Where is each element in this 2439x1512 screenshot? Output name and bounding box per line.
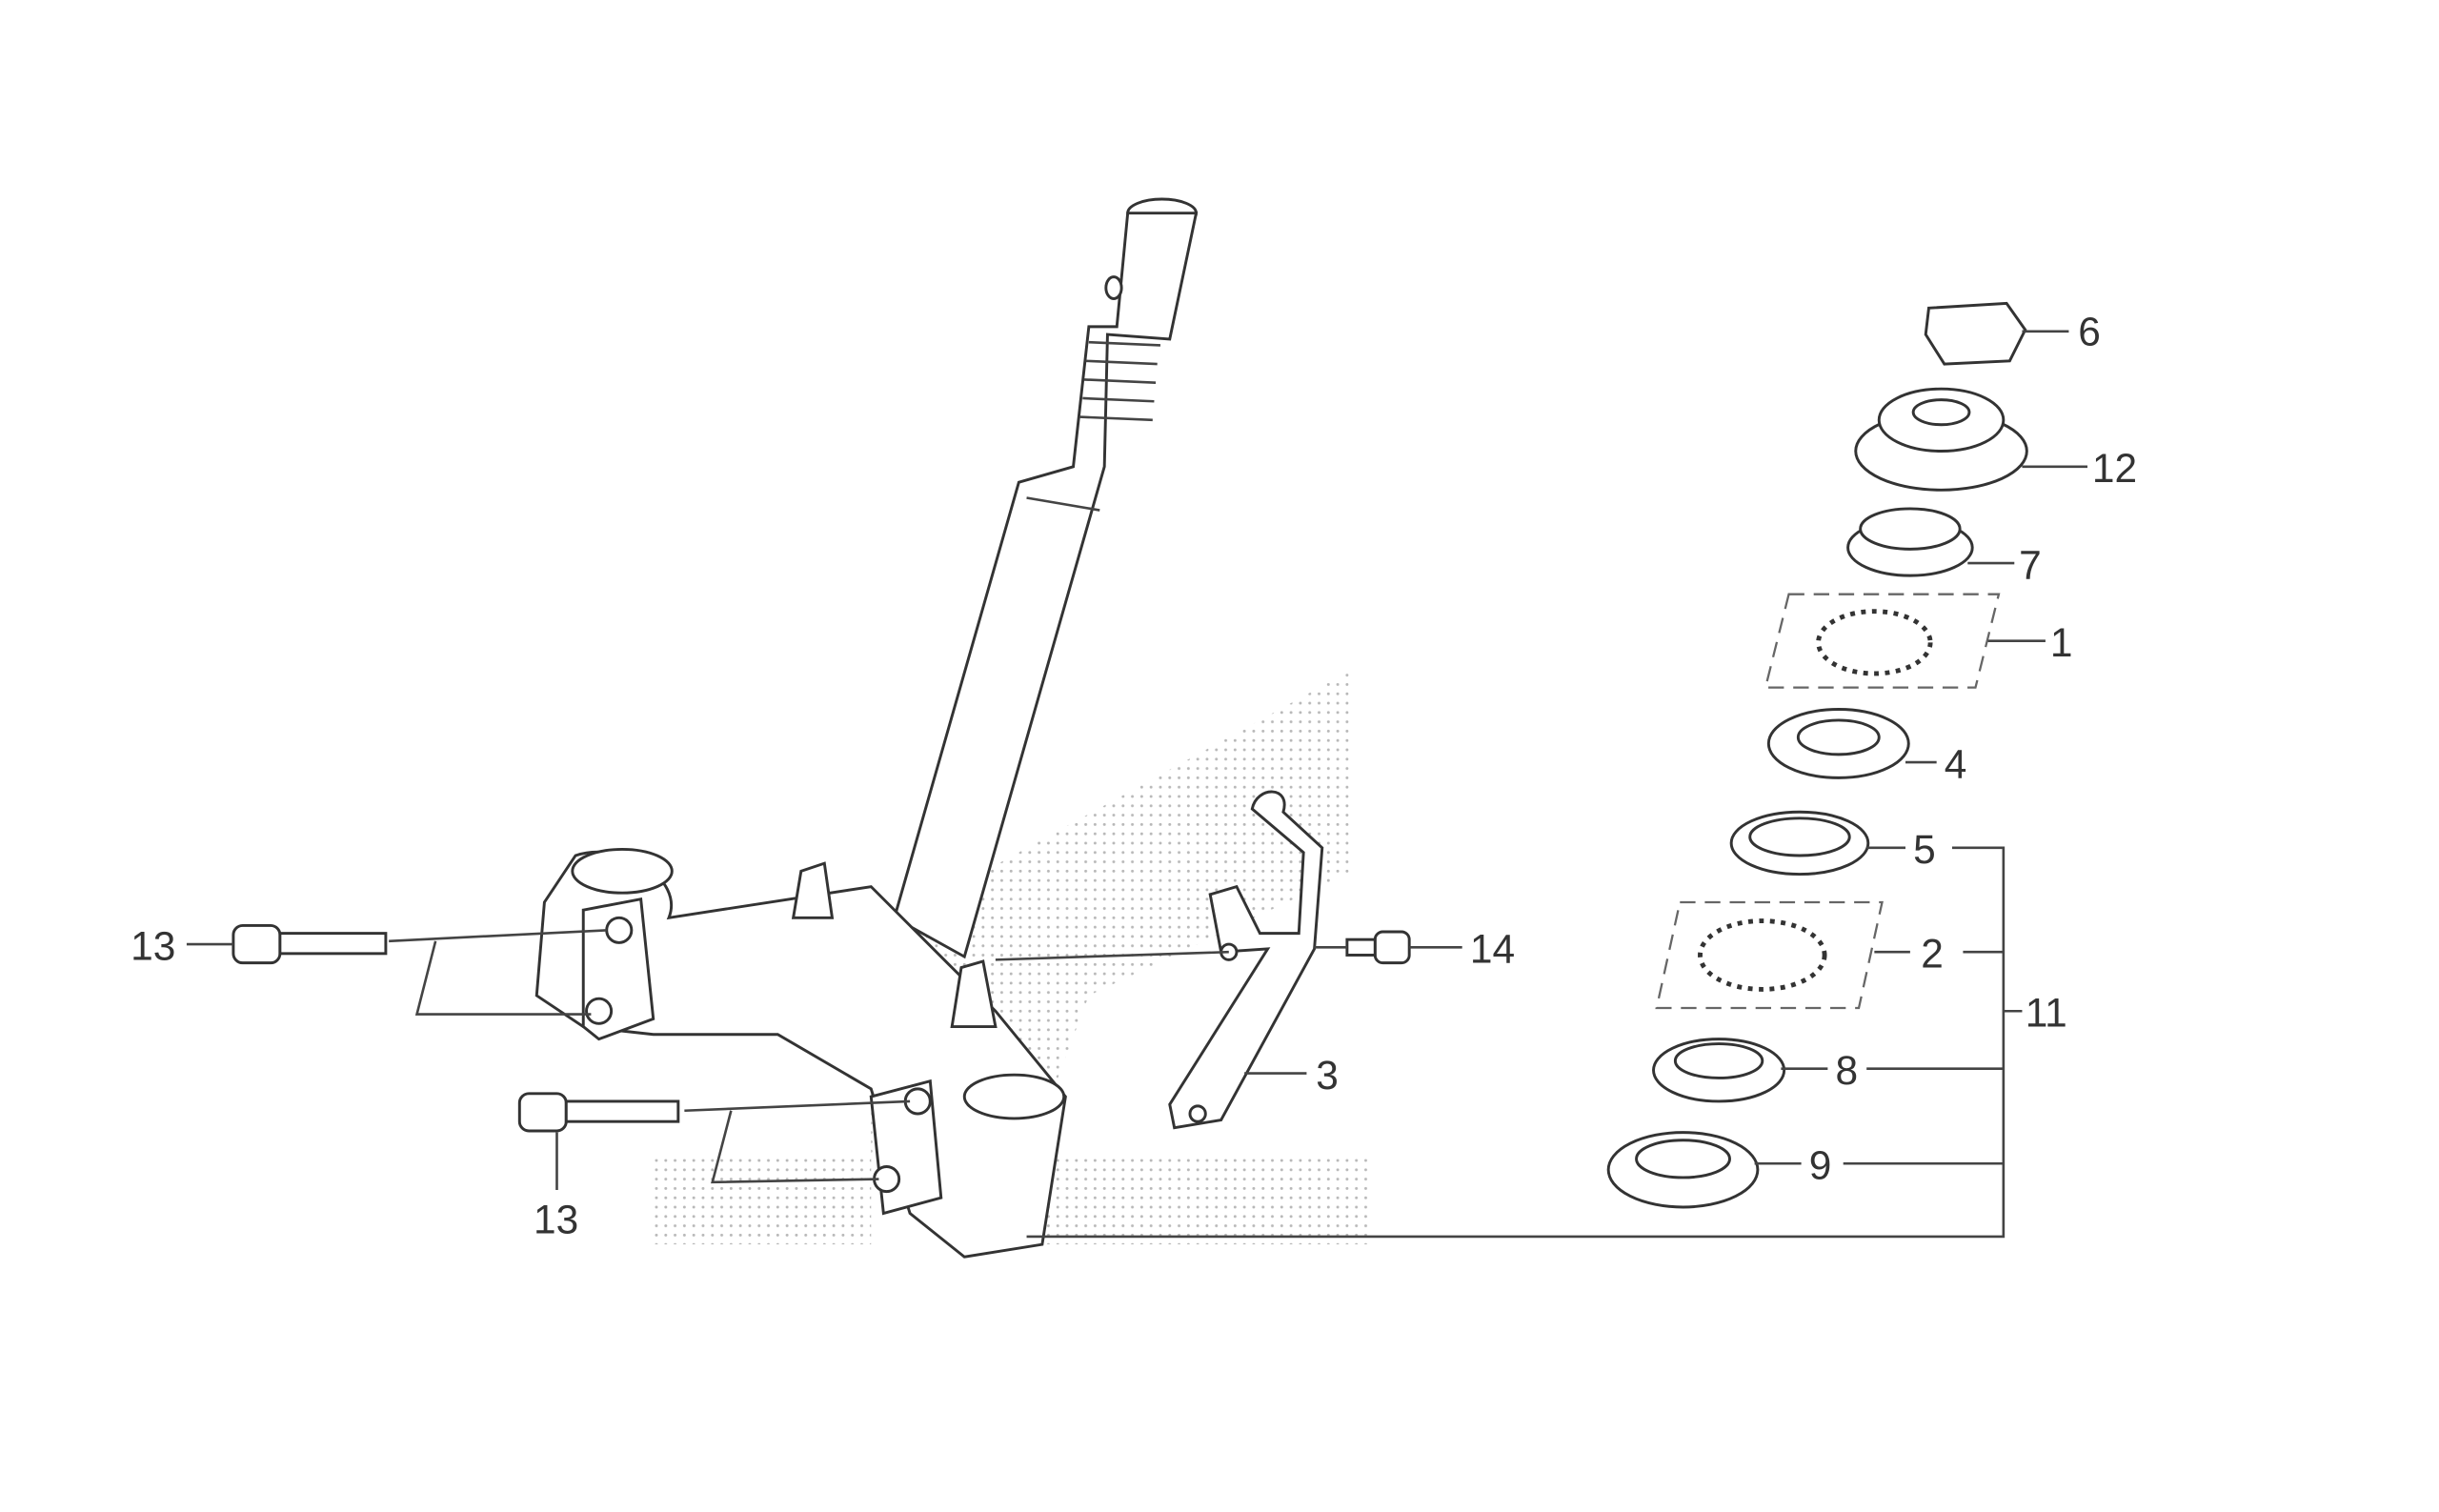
label-3: 3	[1316, 1053, 1339, 1098]
label-1: 1	[2050, 620, 2073, 665]
watermark-halftone	[653, 669, 1369, 1245]
label-13-upper: 13	[131, 923, 175, 968]
label-7: 7	[2019, 542, 2042, 587]
bolt-14	[1345, 930, 1411, 965]
label-11: 11	[2026, 991, 2067, 1036]
label-5: 5	[1913, 827, 1936, 872]
brake-hose-clamp	[1168, 790, 1324, 1130]
leader-lines	[186, 330, 2088, 1239]
label-9: 9	[1809, 1143, 1832, 1188]
bolt-13-upper	[232, 923, 388, 965]
label-4: 4	[1945, 741, 1967, 786]
label-2: 2	[1921, 932, 1944, 977]
bearing-stack	[1606, 301, 2028, 1209]
label-6: 6	[2078, 309, 2101, 353]
label-12: 12	[2092, 446, 2137, 491]
steering-stem	[893, 197, 1199, 959]
callout-labels: 6 12 7 1 4 5 2 11 8 9 3 14 13 13	[131, 309, 2137, 1241]
bottom-bridge	[534, 847, 1067, 1259]
label-8: 8	[1836, 1048, 1859, 1093]
bolt-13-lower	[517, 1092, 680, 1133]
label-13-lower: 13	[534, 1198, 578, 1242]
label-14: 14	[1470, 927, 1515, 972]
